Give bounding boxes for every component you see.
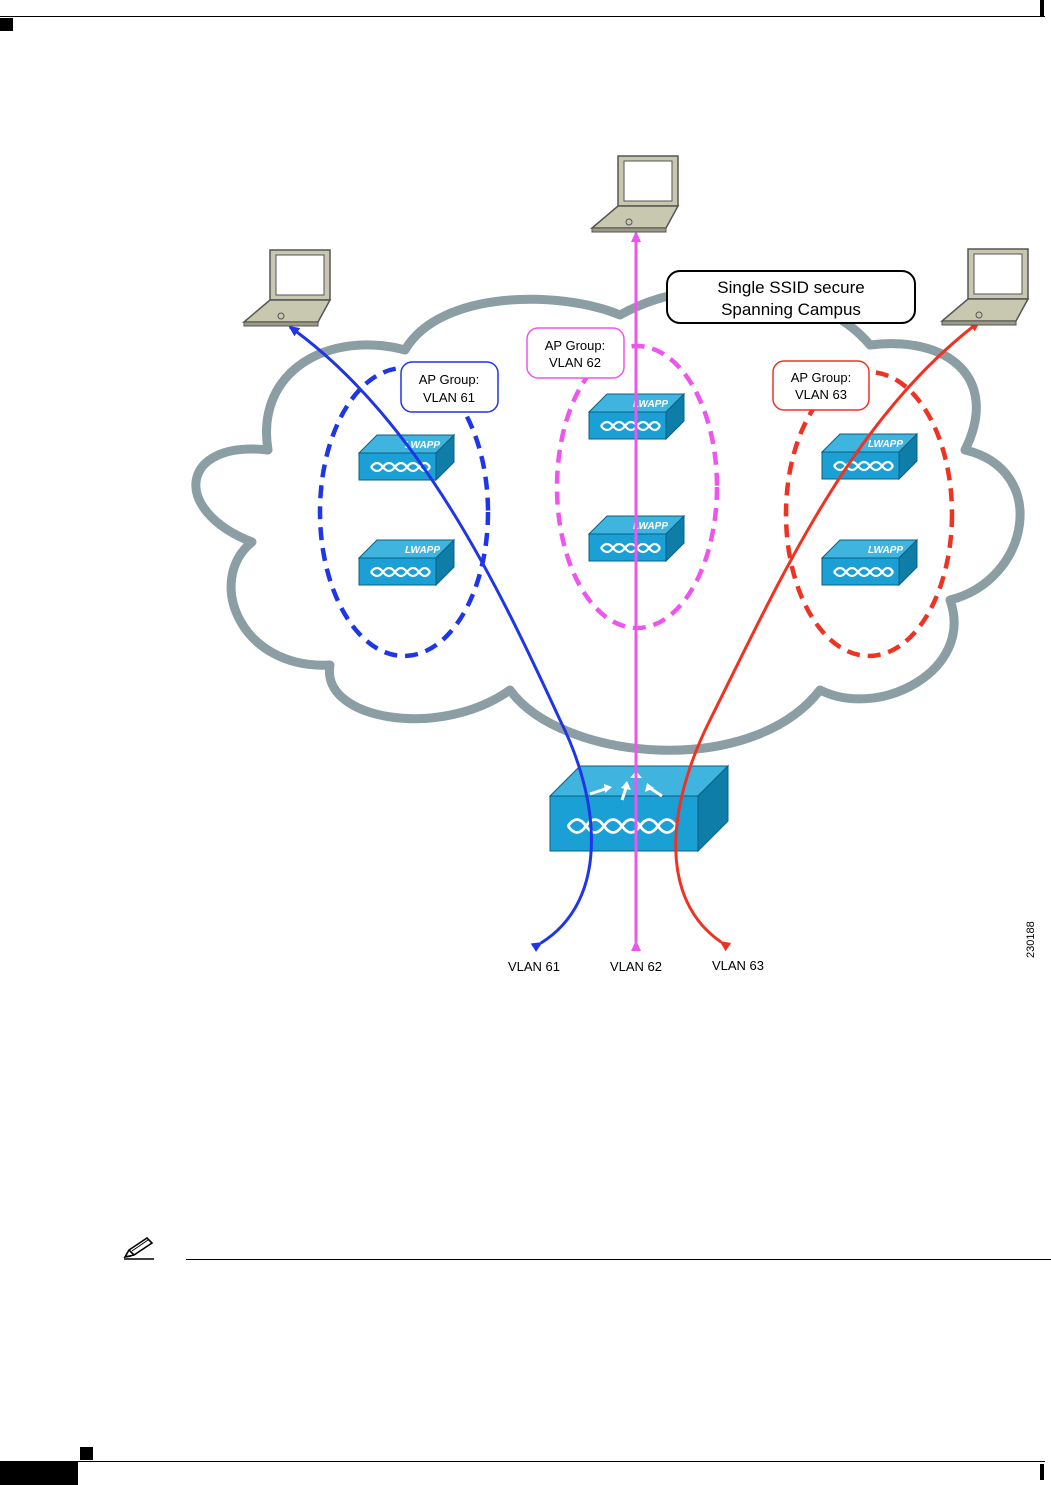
ap-model-label: LWAPP: [405, 545, 440, 556]
ap-model-label: LWAPP: [633, 521, 668, 532]
footer-marker: [80, 1447, 93, 1460]
note-pencil-icon: [122, 1236, 156, 1260]
vlan-62-label: VLAN 62: [610, 959, 662, 974]
wireless-controller: [550, 766, 728, 851]
footer-right-marker: [1040, 1464, 1044, 1480]
vlan-63-label: VLAN 63: [712, 958, 764, 973]
note-rule: [186, 1259, 1051, 1260]
ap-model-label: Single SSID secure: [717, 278, 864, 297]
ap-model-label: VLAN 62: [549, 355, 601, 370]
footer-page-block: [0, 1462, 78, 1485]
ap-model-label: AP Group:: [545, 338, 605, 353]
laptop-right: [942, 249, 1028, 325]
vlan-diagram: LWAPP LWAPP LWAPP LWAPP LWAPP LWAPP: [0, 0, 1051, 1010]
figure-id: 230188: [1025, 921, 1037, 958]
ap-model-label: LWAPP: [868, 439, 903, 450]
ap-group-61-label: AP Group: VLAN 61: [401, 362, 498, 412]
footer-rule: [0, 1461, 1045, 1462]
ap-group-62-label: AP Group: VLAN 62: [527, 328, 624, 378]
access-point-61b: LWAPP: [359, 540, 454, 585]
ap-model-label: AP Group:: [419, 372, 479, 387]
ap-model-label: VLAN 63: [795, 387, 847, 402]
laptop-center: [592, 156, 678, 232]
laptop-left: [244, 250, 330, 326]
ssid-callout: Single SSID secure Spanning Campus: [667, 271, 915, 323]
access-point-63b: LWAPP: [822, 540, 917, 585]
ap-model-label: VLAN 61: [423, 390, 475, 405]
vlan-61-label: VLAN 61: [508, 959, 560, 974]
ap-model-label: AP Group:: [791, 370, 851, 385]
ap-model-label: Spanning Campus: [721, 300, 861, 319]
ap-model-label: LWAPP: [868, 545, 903, 556]
ap-model-label: LWAPP: [633, 399, 668, 410]
access-point-63a: LWAPP: [822, 434, 917, 479]
ap-group-63-label: AP Group: VLAN 63: [773, 361, 869, 410]
